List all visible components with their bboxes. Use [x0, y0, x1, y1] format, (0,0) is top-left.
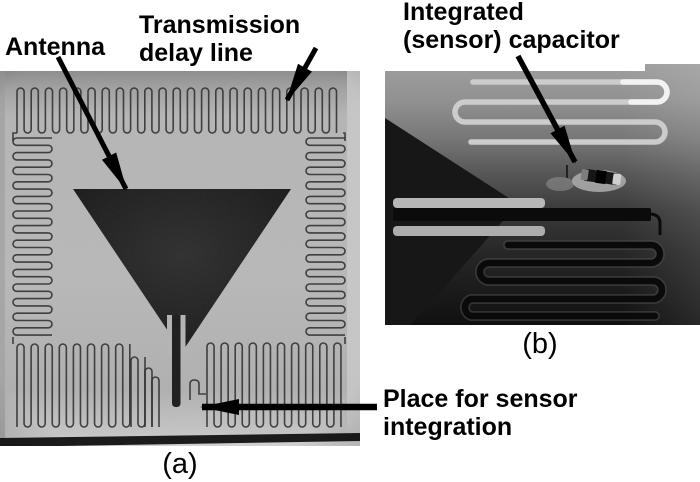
meander-closeup-highlight: [620, 79, 670, 105]
label-integrated-capacitor: Integrated (sensor) capacitor: [403, 0, 620, 54]
label-sensor-place: Place for sensor integration: [383, 385, 578, 441]
feed-gap-top: [393, 198, 545, 208]
feed-turn: [650, 212, 662, 235]
capacitor-cap-right: [612, 173, 622, 186]
meander-closeup-dark: [461, 241, 666, 320]
photo-antenna-overview: [0, 71, 360, 446]
caption-b: (b): [522, 328, 558, 360]
label-antenna: Antenna: [5, 33, 105, 61]
photo-b-top-notch: [385, 64, 645, 71]
flux-smudge: [546, 177, 574, 191]
feed-gap-bottom: [393, 226, 545, 236]
label-transmission-delay-line: Transmission delay line: [139, 11, 301, 67]
photo-a-vignette: [0, 71, 360, 446]
antenna-wedge-closeup: [385, 118, 518, 325]
capacitor-cap-left: [580, 168, 589, 181]
caption-a: (a): [162, 448, 198, 480]
feed-conductor: [393, 208, 651, 221]
capacitor-band: [595, 169, 607, 185]
photo-capacitor-closeup: [385, 64, 700, 325]
